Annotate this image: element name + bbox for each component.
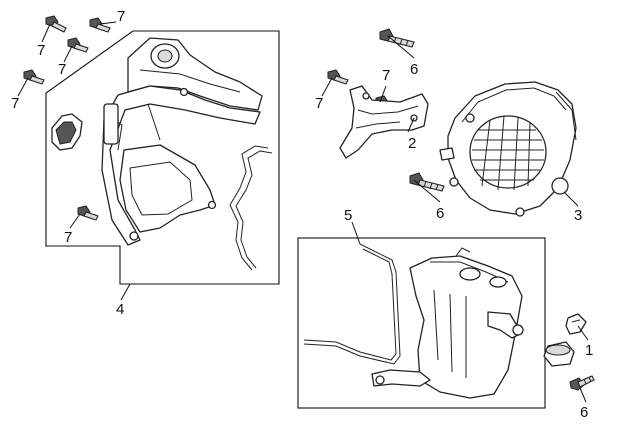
bolt-7a <box>45 15 67 33</box>
callout-1: 1 <box>585 342 593 359</box>
bolt-6c <box>569 375 595 391</box>
callout-7f: 7 <box>315 95 323 112</box>
bolt-7b <box>89 17 111 33</box>
callout-7d: 7 <box>11 95 19 112</box>
callout-5: 5 <box>344 207 352 224</box>
part-2-bracket <box>339 85 429 159</box>
part-1-grommet <box>543 313 587 367</box>
part-3-fan-cover <box>439 81 577 217</box>
part-5-housing <box>371 247 524 399</box>
bolt-6a <box>379 28 415 48</box>
group-frame-4 <box>45 30 280 285</box>
callout-6b: 6 <box>436 205 444 222</box>
part-4-clip <box>51 113 83 151</box>
callout-7e: 7 <box>64 229 72 246</box>
bolt-7c <box>67 37 89 53</box>
bolt-7d <box>23 69 45 85</box>
part-4-shroud <box>101 37 263 246</box>
bolt-7f <box>327 69 349 85</box>
callout-7b: 7 <box>117 8 125 25</box>
callout-6c: 6 <box>580 404 588 421</box>
callout-3: 3 <box>574 207 582 224</box>
callout-7a: 7 <box>37 42 45 59</box>
bolt-6b <box>409 172 445 192</box>
part-4-seal-strip <box>229 145 273 271</box>
callout-7c: 7 <box>58 61 66 78</box>
bolt-7e <box>77 205 99 221</box>
part-5-wire-rod <box>303 243 401 365</box>
callout-6a: 6 <box>410 61 418 78</box>
callout-7g: 7 <box>382 67 390 84</box>
callout-2: 2 <box>408 135 416 152</box>
leader-lines <box>17 21 589 403</box>
callout-4: 4 <box>116 301 124 318</box>
group-frame-5 <box>297 237 546 409</box>
